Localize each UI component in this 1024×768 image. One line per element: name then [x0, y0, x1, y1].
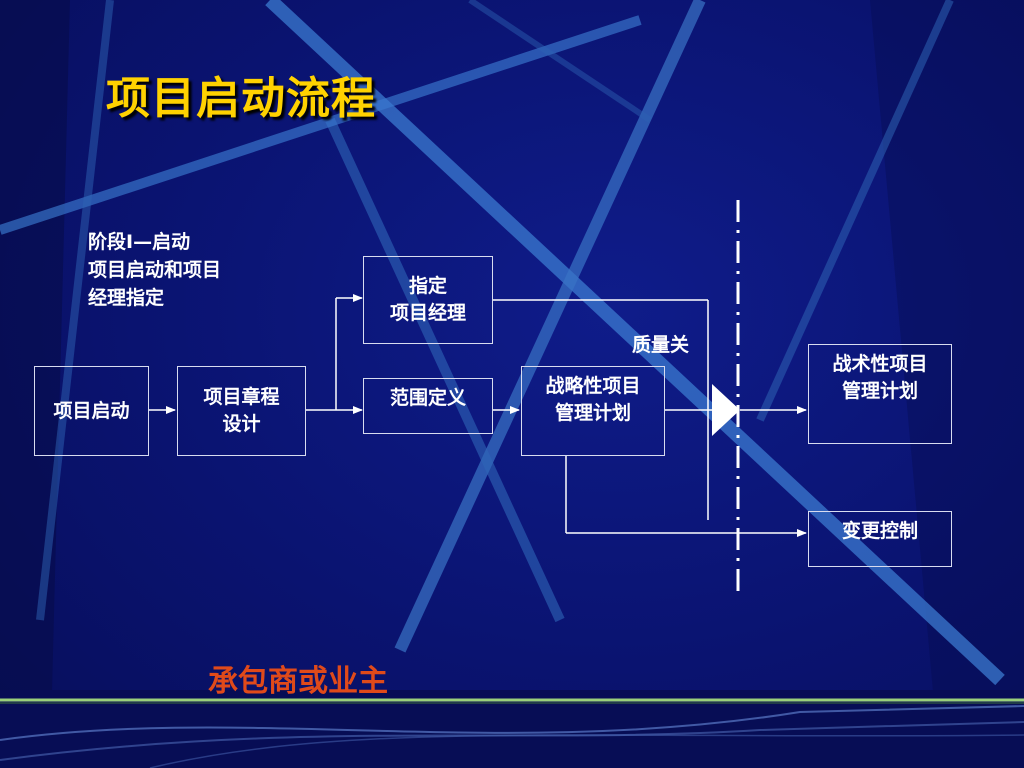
phase-note-line: 阶段Ⅰ—启动 [88, 231, 191, 253]
phase-note-line: 经理指定 [88, 287, 165, 309]
node-label: 指定 [408, 275, 447, 297]
node-label: 管理计划 [554, 402, 631, 424]
node-label: 项目章程 [203, 386, 280, 408]
node-label: 变更控制 [841, 520, 918, 542]
phase-note: 阶段Ⅰ—启动 项目启动和项目 经理指定 [88, 228, 221, 312]
phase-note-line: 项目启动和项目 [88, 259, 222, 281]
node-label: 战略性项目 [545, 375, 641, 397]
node-scope-definition: 范围定义 [363, 378, 493, 434]
node-label: 管理计划 [841, 380, 918, 402]
node-project-start: 项目启动 [34, 366, 149, 456]
node-change-control: 变更控制 [808, 511, 952, 567]
quality-gate-triangle [712, 384, 740, 436]
page-title: 项目启动流程 [106, 73, 376, 124]
node-label: 战术性项目 [832, 353, 928, 375]
node-label: 范围定义 [389, 387, 466, 409]
node-label: 项目经理 [389, 302, 466, 324]
quality-gate-label: 质量关 [632, 334, 690, 356]
node-label: 项目启动 [53, 399, 130, 422]
node-label: 设计 [222, 413, 261, 435]
footer-caption: 承包商或业主 [208, 664, 388, 699]
node-charter-design: 项目章程 设计 [177, 366, 306, 456]
node-tactical-plan: 战术性项目 管理计划 [808, 344, 952, 444]
node-strategic-plan: 战略性项目 管理计划 [521, 366, 665, 456]
node-appoint-pm: 指定 项目经理 [363, 256, 493, 344]
